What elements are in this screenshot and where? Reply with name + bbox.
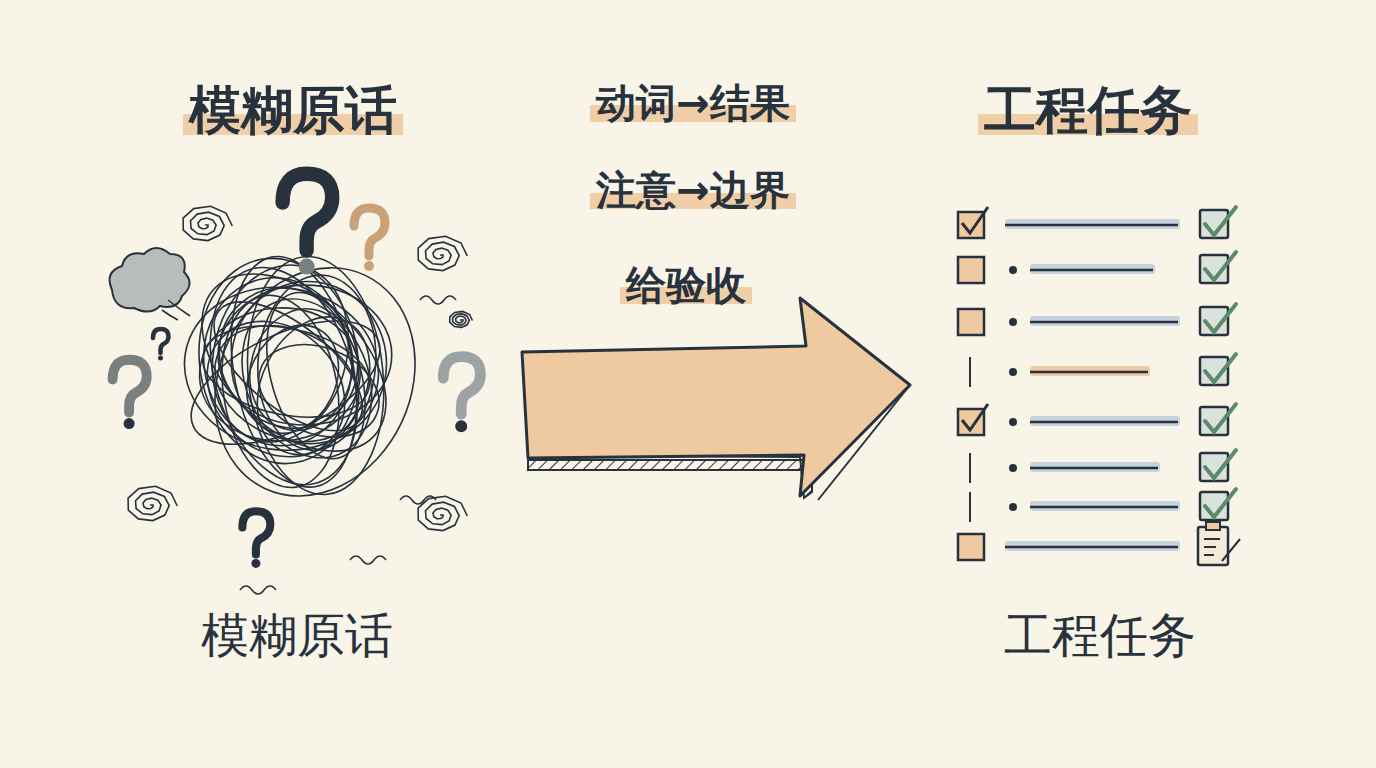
stroke: [242, 511, 270, 554]
spiral: [128, 486, 177, 520]
stroke: [1005, 224, 1178, 227]
big-arrow: [522, 298, 910, 500]
spiral: [418, 496, 467, 530]
scribble-loop: [180, 294, 372, 485]
column-heading: 工程任务: [978, 78, 1198, 143]
stroke: [124, 418, 135, 429]
scribble-loop: [235, 298, 391, 473]
spiral: [450, 311, 473, 327]
checkbox: [958, 534, 984, 560]
checklist: [958, 207, 1240, 565]
stroke: [1206, 522, 1220, 530]
stroke: [1009, 266, 1017, 274]
scribble-loop: [185, 249, 383, 504]
stroke: [251, 559, 260, 568]
stroke: [1030, 421, 1178, 424]
question-mark: [443, 357, 480, 433]
stroke: [1030, 321, 1178, 324]
stroke: [283, 174, 333, 251]
scribble-loop: [173, 296, 398, 470]
stroke: [1009, 464, 1017, 472]
check-mark: [962, 207, 988, 233]
scribble-loop: [194, 250, 367, 457]
check-mark: [1205, 354, 1236, 382]
stroke: [1030, 467, 1158, 470]
stroke: [1030, 264, 1155, 274]
stroke: [1030, 371, 1148, 374]
scribble-loop: [237, 250, 394, 501]
stroke: [1030, 366, 1150, 376]
check-mark: [962, 404, 988, 430]
scribble-loop: [178, 235, 451, 530]
step-note: 动词→结果: [590, 78, 796, 128]
stroke: [1030, 269, 1153, 272]
check-mark: [1205, 404, 1236, 432]
stroke: [354, 208, 385, 256]
question-mark: [283, 174, 333, 275]
checkbox: [958, 257, 984, 283]
stroke: [1005, 219, 1180, 229]
stroke: [1009, 318, 1017, 326]
stroke: [1009, 418, 1017, 426]
question-mark: [242, 511, 270, 568]
stroke: [153, 329, 169, 353]
wiggle: [350, 556, 386, 564]
tangled-scribble: [169, 235, 452, 530]
question-marks: [113, 174, 481, 568]
stroke: [1030, 462, 1160, 472]
stroke: [1009, 503, 1017, 511]
checkbox: [958, 309, 984, 335]
stroke: [443, 357, 480, 415]
stroke: [1005, 546, 1178, 549]
stroke: [969, 357, 971, 387]
step-note: 注意→边界: [590, 165, 796, 215]
stroke: [1005, 541, 1180, 551]
column-heading: 模糊原话: [183, 78, 403, 143]
scribble-loop: [194, 312, 377, 430]
stroke: [1030, 501, 1180, 511]
question-mark: [113, 360, 147, 429]
stroke: [1030, 506, 1178, 509]
column-caption: 模糊原话: [195, 605, 399, 665]
check-mark: [1205, 489, 1236, 517]
step-note: 给验收: [620, 260, 752, 310]
wiggle: [240, 586, 276, 594]
check-mark: [1205, 304, 1236, 332]
stroke: [1030, 416, 1180, 426]
stroke: [969, 492, 971, 522]
check-mark: [1205, 252, 1236, 280]
stroke: [1204, 539, 1240, 561]
check-mark: [1205, 450, 1236, 478]
stroke: [299, 259, 315, 275]
stroke: [455, 420, 467, 432]
check-mark: [1205, 207, 1236, 235]
stroke: [969, 453, 971, 483]
stroke: [1009, 368, 1017, 376]
stroke: [1030, 316, 1180, 326]
question-mark: [153, 329, 169, 361]
stroke: [364, 261, 374, 271]
scribble-loop: [252, 271, 383, 455]
stroke: [158, 356, 163, 361]
wiggle: [420, 296, 456, 304]
question-mark: [354, 208, 385, 271]
scribble-loop: [196, 304, 377, 464]
spiral: [418, 236, 467, 270]
stroke: [113, 360, 147, 413]
column-caption: 工程任务: [998, 605, 1202, 665]
cloud-puff: [110, 248, 190, 320]
wiggle: [400, 496, 436, 504]
spiral: [183, 206, 232, 240]
